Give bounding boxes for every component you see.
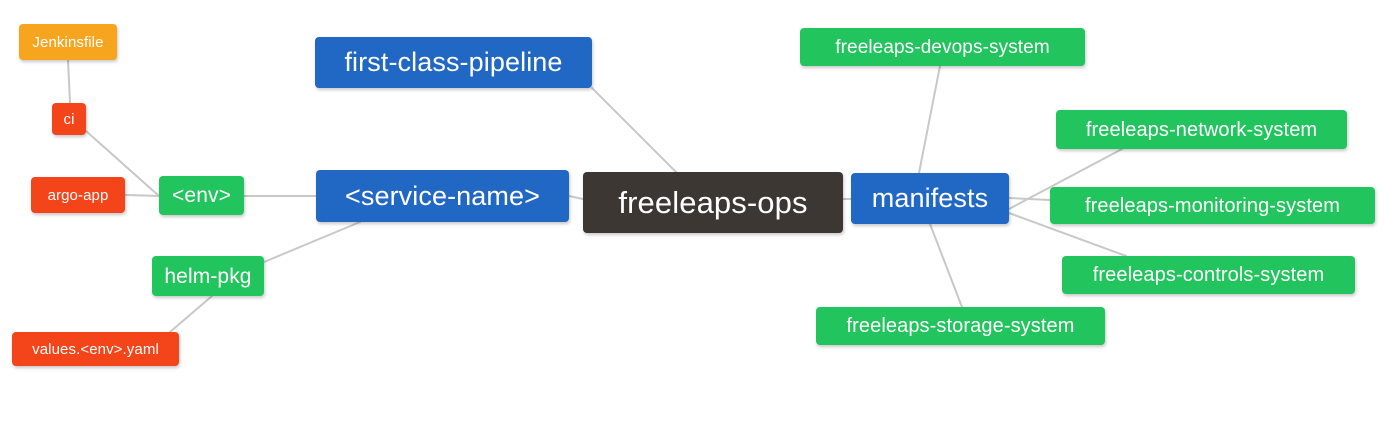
edge-manifests-to-freeleaps-monitoring-system [1008, 197, 1051, 201]
node-label-ci: ci [63, 110, 75, 128]
edge-argo-app-to-env [124, 194, 160, 197]
node-service-name[interactable]: <service-name> [316, 170, 569, 222]
edge-values-yaml-to-helm-pkg [169, 295, 213, 333]
node-label-freeleaps-monitoring-system: freeleaps-monitoring-system [1084, 194, 1340, 217]
node-jenkinsfile[interactable]: Jenkinsfile [19, 24, 117, 60]
node-first-class-pipeline[interactable]: first-class-pipeline [315, 37, 592, 88]
node-values-yaml[interactable]: values.<env>.yaml [12, 332, 179, 366]
node-helm-pkg[interactable]: helm-pkg [152, 256, 264, 296]
node-label-env: <env> [172, 184, 231, 207]
node-ci[interactable]: ci [52, 103, 86, 135]
node-label-helm-pkg: helm-pkg [164, 264, 252, 288]
node-label-freeleaps-network-system: freeleaps-network-system [1085, 118, 1318, 141]
node-freeleaps-monitoring-system[interactable]: freeleaps-monitoring-system [1050, 187, 1375, 224]
edge-service-name-to-freeleaps-ops [568, 195, 584, 200]
node-label-freeleaps-controls-system: freeleaps-controls-system [1092, 264, 1325, 286]
node-label-jenkinsfile: Jenkinsfile [32, 33, 104, 51]
node-freeleaps-devops-system[interactable]: freeleaps-devops-system [800, 28, 1085, 66]
node-argo-app[interactable]: argo-app [31, 177, 125, 213]
node-freeleaps-controls-system[interactable]: freeleaps-controls-system [1062, 256, 1355, 294]
edge-jenkinsfile-to-ci [67, 59, 71, 104]
node-env[interactable]: <env> [159, 176, 244, 215]
node-freeleaps-ops[interactable]: freeleaps-ops [583, 172, 843, 233]
node-label-values-yaml: values.<env>.yaml [32, 340, 159, 358]
edge-helm-pkg-to-service-name [263, 221, 361, 263]
node-label-freeleaps-storage-system: freeleaps-storage-system [846, 315, 1075, 337]
edge-first-class-pipeline-to-freeleaps-ops [591, 87, 677, 173]
edge-manifests-to-freeleaps-devops-system [918, 65, 941, 174]
node-manifests[interactable]: manifests [851, 173, 1009, 224]
node-label-freeleaps-ops: freeleaps-ops [618, 185, 808, 220]
node-label-service-name: <service-name> [345, 180, 540, 211]
node-label-first-class-pipeline: first-class-pipeline [344, 47, 563, 77]
node-freeleaps-storage-system[interactable]: freeleaps-storage-system [816, 307, 1105, 345]
node-label-manifests: manifests [871, 183, 989, 213]
node-label-freeleaps-devops-system: freeleaps-devops-system [835, 36, 1050, 58]
edge-manifests-to-freeleaps-storage-system [929, 223, 963, 308]
node-label-argo-app: argo-app [47, 186, 109, 204]
node-freeleaps-network-system[interactable]: freeleaps-network-system [1056, 110, 1347, 149]
